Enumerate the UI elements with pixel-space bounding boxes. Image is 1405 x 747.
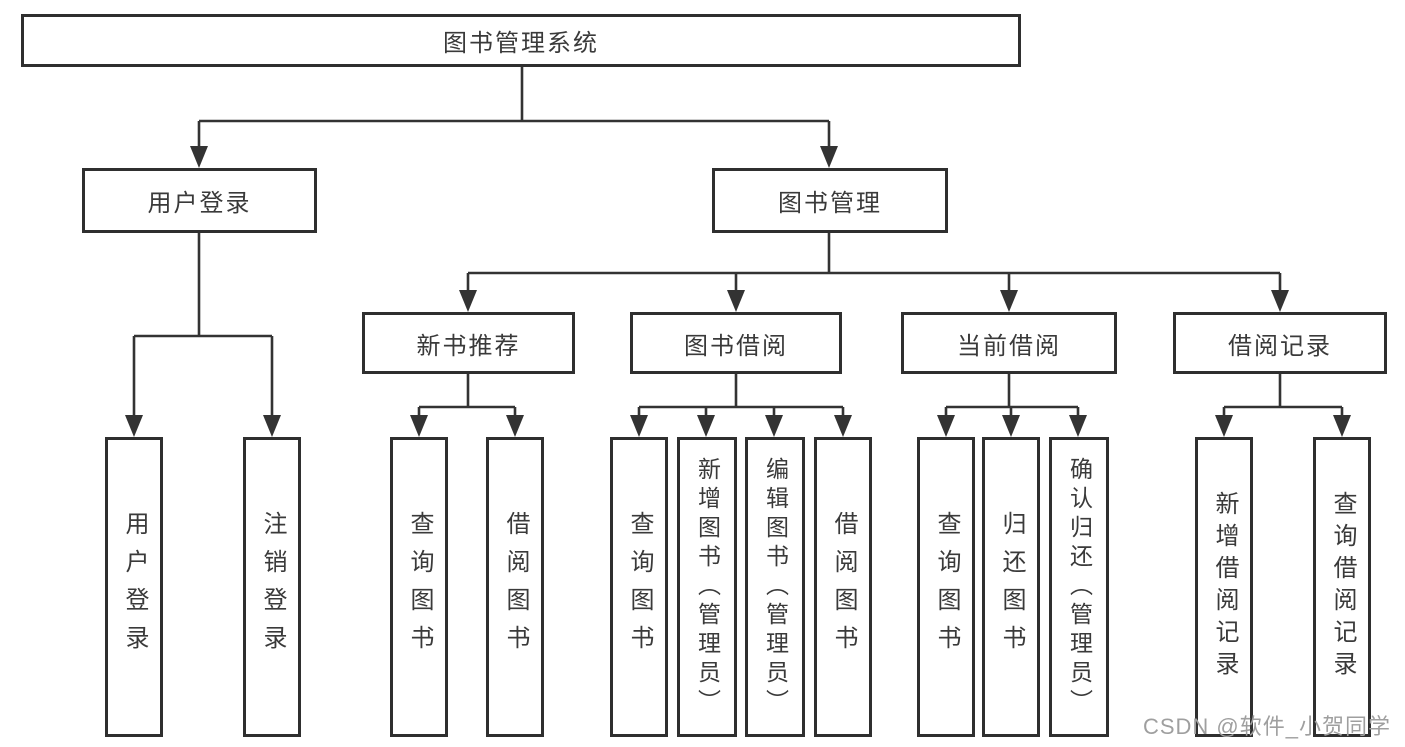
leaf-label: 查询图书 — [933, 511, 960, 663]
leaf-label: 借阅图书 — [830, 511, 857, 663]
leaf-label: 用户登录 — [121, 511, 148, 663]
leaf-query-books-2: 查询图书 — [610, 437, 668, 737]
node-book-borrowing: 图书借阅 — [630, 312, 842, 374]
leaf-borrow-books-2: 借阅图书 — [814, 437, 872, 737]
leaf-label: 查询图书 — [406, 511, 433, 663]
leaf-user-login: 用户登录 — [105, 437, 163, 737]
node-current-borrowing: 当前借阅 — [901, 312, 1117, 374]
leaf-label: 借阅图书 — [502, 511, 529, 663]
leaf-query-books-3: 查询图书 — [917, 437, 975, 737]
node-borrowing-records: 借阅记录 — [1173, 312, 1387, 374]
node-book-management: 图书管理 — [712, 168, 948, 233]
leaf-edit-books-admin: 编辑图书（管理员） — [745, 437, 805, 737]
leaf-query-books-1: 查询图书 — [390, 437, 448, 737]
leaf-label: 新增借阅记录 — [1211, 491, 1238, 683]
leaf-label: 归还图书 — [998, 511, 1025, 663]
leaf-query-borrow-record: 查询借阅记录 — [1313, 437, 1371, 737]
leaf-label: 查询借阅记录 — [1329, 491, 1356, 683]
leaf-label: 新增图书（管理员） — [694, 456, 721, 718]
node-new-book-recommend: 新书推荐 — [362, 312, 575, 374]
leaf-add-books-admin: 新增图书（管理员） — [677, 437, 737, 737]
leaf-label: 查询图书 — [626, 511, 653, 663]
leaf-add-borrow-record: 新增借阅记录 — [1195, 437, 1253, 737]
csdn-watermark: CSDN @软件_小贺同学 — [1142, 714, 1391, 739]
leaf-label: 注销登录 — [259, 511, 286, 663]
leaf-confirm-return-admin: 确认归还（管理员） — [1049, 437, 1109, 737]
leaf-borrow-books-1: 借阅图书 — [486, 437, 544, 737]
node-root-system: 图书管理系统 — [21, 14, 1021, 67]
leaf-label: 确认归还（管理员） — [1066, 456, 1093, 718]
leaf-label: 编辑图书（管理员） — [762, 456, 789, 718]
node-user-login: 用户登录 — [82, 168, 317, 233]
leaf-logout: 注销登录 — [243, 437, 301, 737]
leaf-return-books: 归还图书 — [982, 437, 1040, 737]
